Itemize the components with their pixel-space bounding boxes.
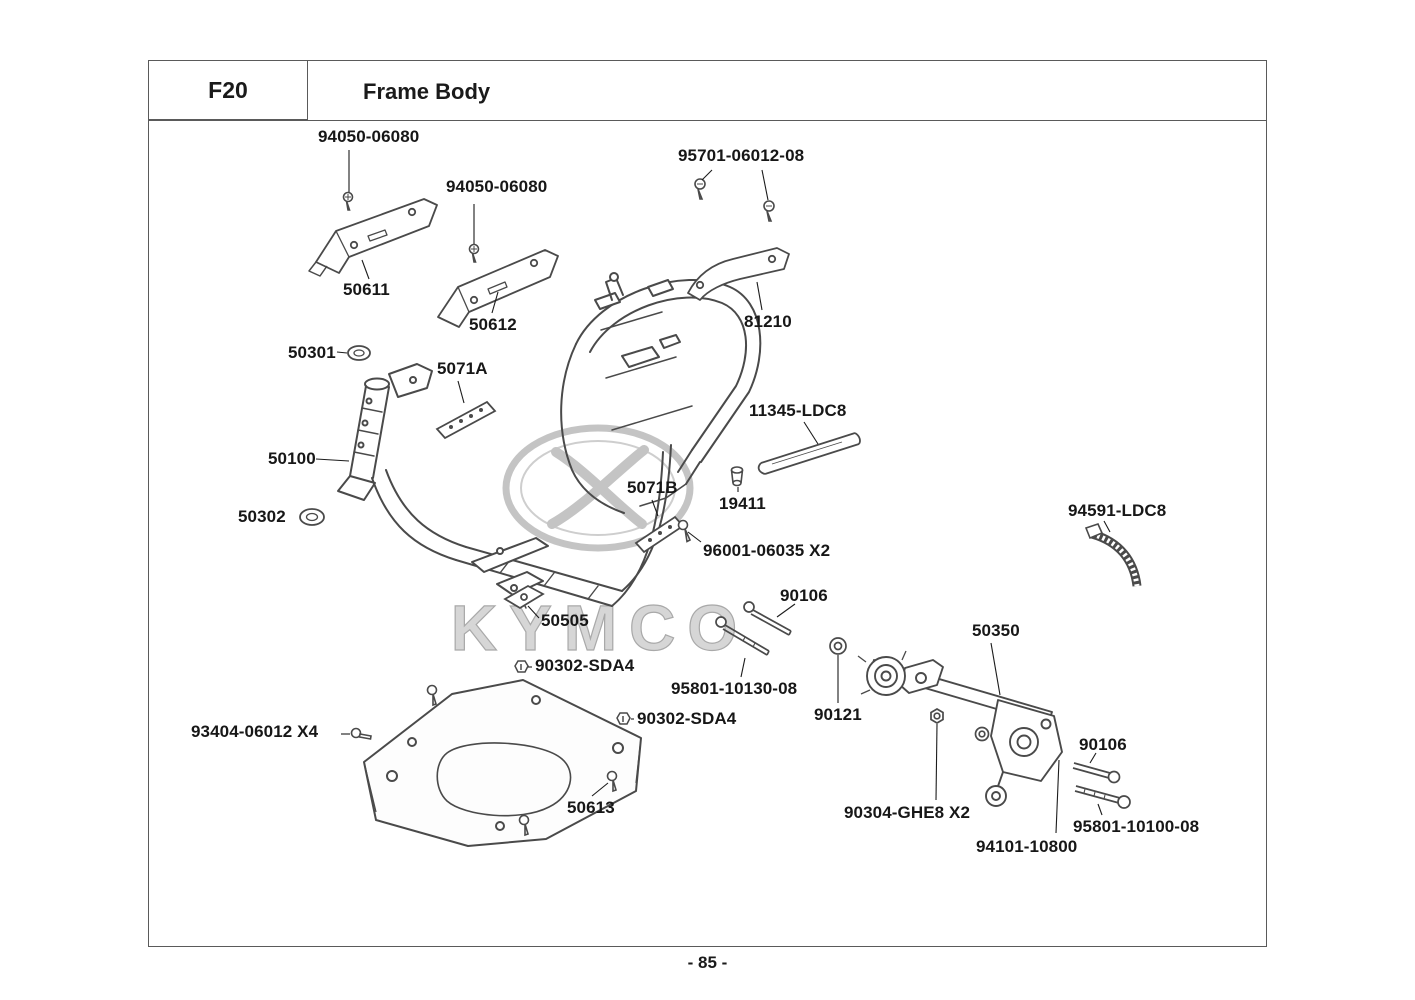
part-label-50613: 50613: [567, 798, 615, 817]
kymco-watermark: KYMCO: [450, 424, 749, 665]
part-label-90106-a: 90106: [780, 586, 828, 605]
grommet-50302: [299, 508, 325, 526]
grommet-50301: [347, 345, 371, 361]
part-label-94050-06080-a: 94050-06080: [318, 127, 420, 146]
clip-90302-a: [514, 660, 529, 673]
washer-90121: [829, 637, 847, 655]
page-number: - 85 -: [687, 953, 728, 972]
part-label-95801-10130-08: 95801-10130-08: [671, 679, 798, 698]
part-label-90302-sda4-b: 90302-SDA4: [637, 709, 737, 728]
part-label-5071b: 5071B: [627, 478, 678, 497]
part-label-95701-06012-08: 95701-06012-08: [678, 146, 805, 165]
part-label-50611: 50611: [343, 280, 390, 299]
bolt-95801-10100: [1074, 785, 1131, 809]
header-divider: [148, 120, 1267, 121]
part-label-5071a: 5071A: [437, 359, 488, 378]
pin-19411: [730, 466, 744, 487]
strap-94591: [1084, 523, 1142, 587]
part-label-11345-ldc8: 11345-LDC8: [749, 401, 847, 420]
page-border: [148, 60, 1267, 947]
bolt-95801-10130: [715, 616, 770, 656]
part-label-50301: 50301: [288, 343, 336, 362]
frame-body-50100: [337, 272, 762, 609]
part-label-50612: 50612: [469, 315, 517, 334]
part-label-90106-b: 90106: [1079, 735, 1127, 754]
bracket-50505: [503, 584, 545, 610]
kymco-watermark-text: KYMCO: [451, 592, 749, 664]
floor-panel-50613: [363, 679, 642, 847]
bracket-50612: [437, 249, 559, 328]
part-label-94050-06080-b: 94050-06080: [446, 177, 548, 196]
part-label-90304-ghe8-x2: 90304-GHE8 X2: [844, 803, 971, 822]
part-label-93404-06012-x4: 93404-06012 X4: [191, 722, 319, 741]
part-label-50100: 50100: [268, 449, 316, 468]
screw-icons: [342, 178, 775, 837]
bolt-90106-upper: [743, 601, 792, 636]
bolt-90106-lower: [1072, 762, 1121, 784]
leader-lines: [315, 150, 1111, 834]
washer-94101: [974, 726, 990, 742]
part-label-50505: 50505: [541, 611, 589, 630]
part-label-96001-06035-x2: 96001-06035 X2: [703, 541, 831, 560]
section-code-box: F20: [148, 60, 308, 120]
part-label-19411: 19411: [719, 494, 766, 513]
engine-hanger-50350: [857, 650, 1063, 807]
nut-90304: [930, 708, 944, 724]
part-label-50302: 50302: [238, 507, 286, 526]
bracket-81210: [687, 247, 790, 301]
part-label-90302-sda4-a: 90302-SDA4: [535, 656, 635, 675]
clip-90302-b: [616, 712, 631, 725]
part-label-94591-ldc8: 94591-LDC8: [1068, 501, 1167, 520]
pipe-11345: [757, 432, 861, 475]
part-label-95801-10100-08: 95801-10100-08: [1073, 817, 1200, 836]
page-title: Frame Body: [363, 79, 491, 104]
rail-5071a: [435, 400, 497, 440]
part-label-94101-10800: 94101-10800: [976, 837, 1078, 856]
part-label-90121: 90121: [814, 705, 862, 724]
section-code: F20: [208, 76, 248, 103]
part-label-50350: 50350: [972, 621, 1020, 640]
bracket-50611: [308, 198, 438, 277]
part-label-81210: 81210: [744, 312, 792, 331]
